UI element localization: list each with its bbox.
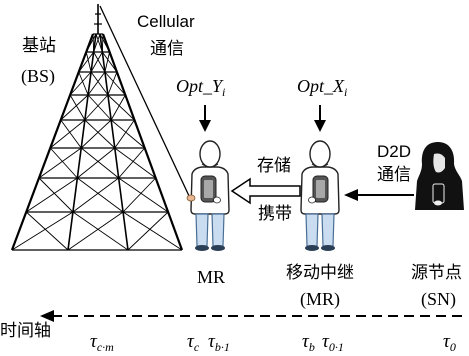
timeline-axis [40,310,467,322]
tower-brace [104,71,126,96]
relay-name-label: 移动中继 [286,263,354,283]
person-legs [305,213,319,247]
time-mark-0-1: τ0·1 [322,331,344,354]
tower-brace [38,147,82,179]
d2d-label: D2D [377,142,412,161]
tower-brace [72,211,129,251]
tower-brace [84,119,116,149]
opt-x-label: Opt_Xi [297,76,348,99]
carry-label: 携带 [258,204,292,224]
opt-x-arrow [314,105,326,132]
tower-brace [26,177,78,213]
person-head [309,140,331,168]
time-mark-c-m: τc·m [90,331,114,354]
tower-brace [104,51,111,73]
tower-brace [84,94,109,121]
tower-brace [90,71,109,96]
tower-brace [80,147,119,179]
source-abbr-label: (SN) [421,289,456,309]
person-legs [195,213,209,247]
tower-brace [107,94,135,121]
tower-brace [77,147,116,179]
tower-brace [49,119,86,149]
tower-brace [114,119,135,149]
tower-brace [87,71,106,96]
tower-brace [69,71,92,96]
cellular-comm-label: 通信 [150,39,184,59]
store-label: 存储 [257,156,291,176]
tower-brace [107,71,118,96]
relay-abbr-label: (MR) [300,289,340,309]
tower-brace [38,177,74,213]
d2d-arrow [344,189,414,201]
tower-label: 基站 [22,36,56,56]
tower-brace [99,33,110,53]
hooded-silhouette [415,142,464,210]
tower-brace [101,33,104,53]
tower-brace [80,119,112,149]
tower-brace [72,177,119,213]
timeline-label: 时间轴 [0,321,51,341]
tower-brace [90,51,103,73]
cellular-label: Cellular [137,12,195,31]
tower-brace [101,51,118,73]
source-node-person-icon [415,142,464,210]
store-carry-arrow [230,177,301,205]
tower-brace [127,211,169,251]
base-station-tower [10,4,184,251]
time-mark-b-1: τb·1 [208,331,230,354]
time-mark-c: τc [187,331,200,354]
person-face [433,153,445,173]
tower-brace [67,211,124,251]
phone-icon [432,183,445,204]
tower-brace [78,51,95,73]
tower-leg [67,33,97,251]
tower-brace [60,119,82,149]
tower-brace [114,147,156,179]
tower-brace [78,71,89,96]
tower-brace [85,51,92,73]
time-mark-b: τb [302,331,315,354]
d2d-comm-label: 通信 [377,165,411,185]
relay-person-icon [300,140,340,251]
tower-brace [87,94,112,121]
mr-left-label: MR [197,267,226,287]
tower-brace [110,94,126,121]
tower-brace [49,147,78,179]
cellular-link-line [99,5,191,199]
tower-brace [118,147,146,179]
tower-brace [60,94,89,121]
tower-brace [118,177,169,213]
tower-brace [69,94,86,121]
tower-brace [93,51,106,73]
source-name-label: 源节点 [411,263,462,283]
tower-brace [77,177,124,213]
opt-y-label: Opt_Yi [176,76,226,99]
tower-brace [122,211,183,251]
tower-leg [101,33,184,251]
tower-brace [11,211,74,251]
tower-brace [95,33,103,53]
tower-brace [92,33,95,53]
tower-leg [99,33,129,251]
mr-person-icon [186,140,230,251]
tower-brace [122,177,156,213]
timeline-arrowhead [40,310,54,322]
tower-brace [85,33,97,53]
person-head [199,140,221,168]
person-hand [186,194,196,202]
tower-brace [25,211,69,251]
tower-abbr: (BS) [21,66,56,86]
tower-brace [93,33,101,53]
tower-leg [10,33,95,251]
tower-brace [110,119,145,149]
opt-y-arrow [199,105,211,132]
time-mark-0: τ0 [443,331,456,354]
